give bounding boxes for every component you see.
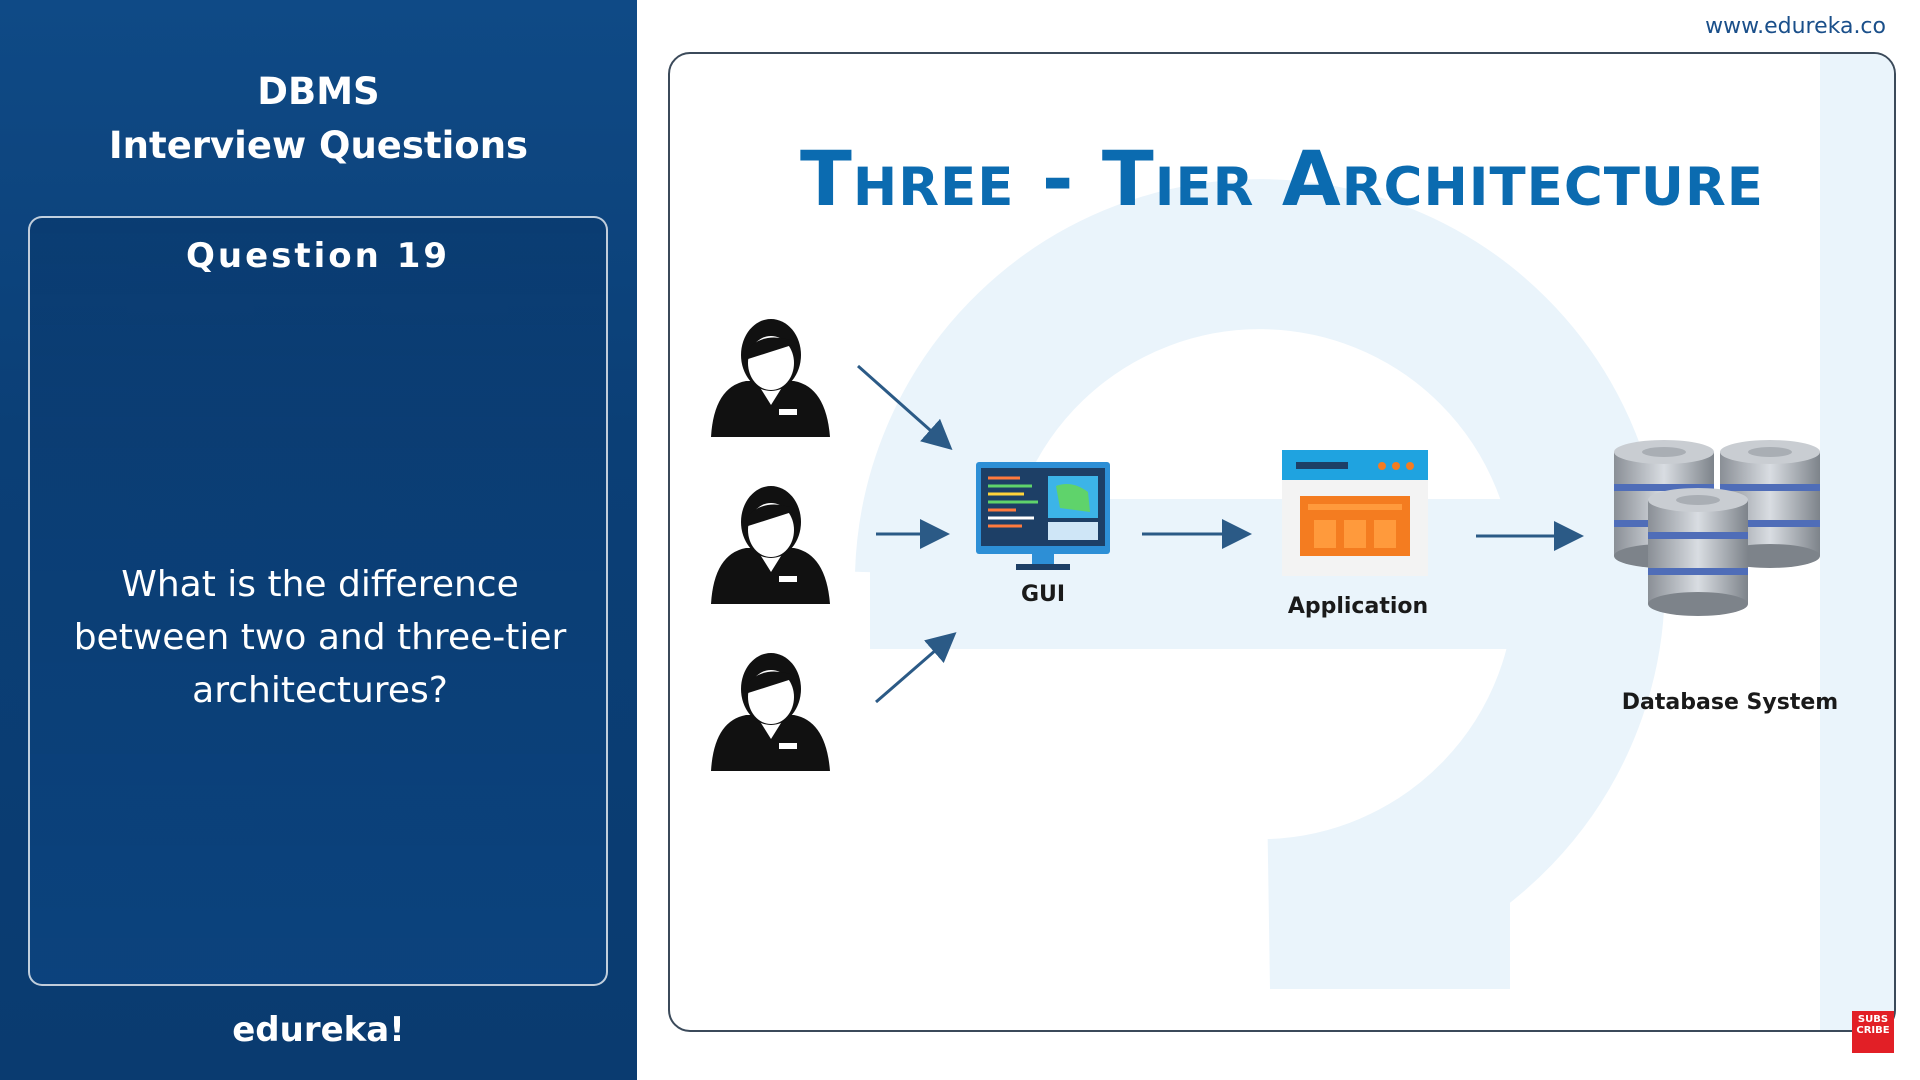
diagram-frame: Three - Tier Architecture bbox=[668, 52, 1896, 1032]
site-url[interactable]: www.edureka.co bbox=[1705, 14, 1886, 39]
flow-arrows bbox=[857, 364, 1584, 704]
diagram-title: Three - Tier Architecture bbox=[800, 134, 1764, 223]
brand-logo-text: edureka! bbox=[232, 1010, 405, 1050]
arrow-user1-gui bbox=[857, 364, 953, 450]
deck-title-line1: DBMS bbox=[257, 70, 380, 113]
database-icon bbox=[1614, 440, 1820, 616]
subscribe-badge[interactable]: SUBS CRIBE bbox=[1852, 1011, 1894, 1053]
arrow-user3-gui bbox=[875, 632, 957, 704]
db-cylinder-front bbox=[1648, 488, 1748, 616]
subscribe-text-2: CRIBE bbox=[1856, 1025, 1890, 1036]
question-panel: DBMS Interview Questions Question 19 Wha… bbox=[0, 0, 637, 1080]
application-window-icon bbox=[1282, 450, 1428, 576]
subscribe-text-1: SUBS bbox=[1857, 1014, 1889, 1025]
database-label: Database System bbox=[1621, 690, 1839, 715]
monitor-icon bbox=[976, 462, 1110, 570]
question-number: Question 19 bbox=[185, 236, 451, 276]
application-label: Application bbox=[1287, 594, 1429, 619]
deck-title-line2: Interview Questions bbox=[108, 124, 529, 167]
gui-label: GUI bbox=[1020, 582, 1066, 607]
question-text: What is the difference between two and t… bbox=[73, 564, 567, 711]
question-card: Question 19 What is the difference betwe… bbox=[28, 216, 608, 986]
